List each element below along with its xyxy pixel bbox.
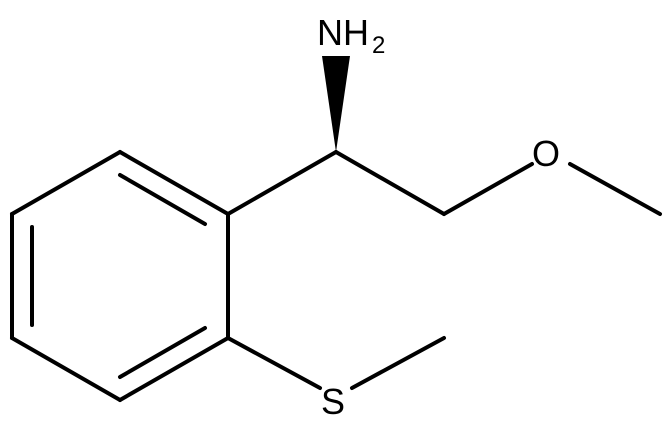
stereo-wedge-bond bbox=[322, 56, 350, 152]
ring-double-bond-bottom bbox=[118, 326, 207, 379]
ring-double-bond-top bbox=[118, 173, 207, 226]
ch2-to-oxygen-bond bbox=[442, 162, 534, 216]
sulfur-to-methyl-bond bbox=[350, 336, 446, 390]
ring-to-sulfur-bond bbox=[226, 336, 322, 390]
oxygen-to-methyl-bond bbox=[568, 162, 662, 216]
ring-bond-4 bbox=[10, 336, 122, 402]
sulfur-label: S bbox=[321, 381, 345, 422]
amine-label: NH bbox=[317, 12, 369, 53]
ring-bond-6 bbox=[10, 150, 122, 216]
oxygen-label: O bbox=[532, 133, 560, 174]
ring-to-chiral-bond bbox=[226, 150, 338, 216]
chiral-to-ch2-bond bbox=[334, 150, 446, 216]
ring-bond-3 bbox=[118, 336, 230, 402]
amine-subscript: 2 bbox=[372, 32, 385, 59]
ring-bond-1 bbox=[118, 150, 230, 216]
